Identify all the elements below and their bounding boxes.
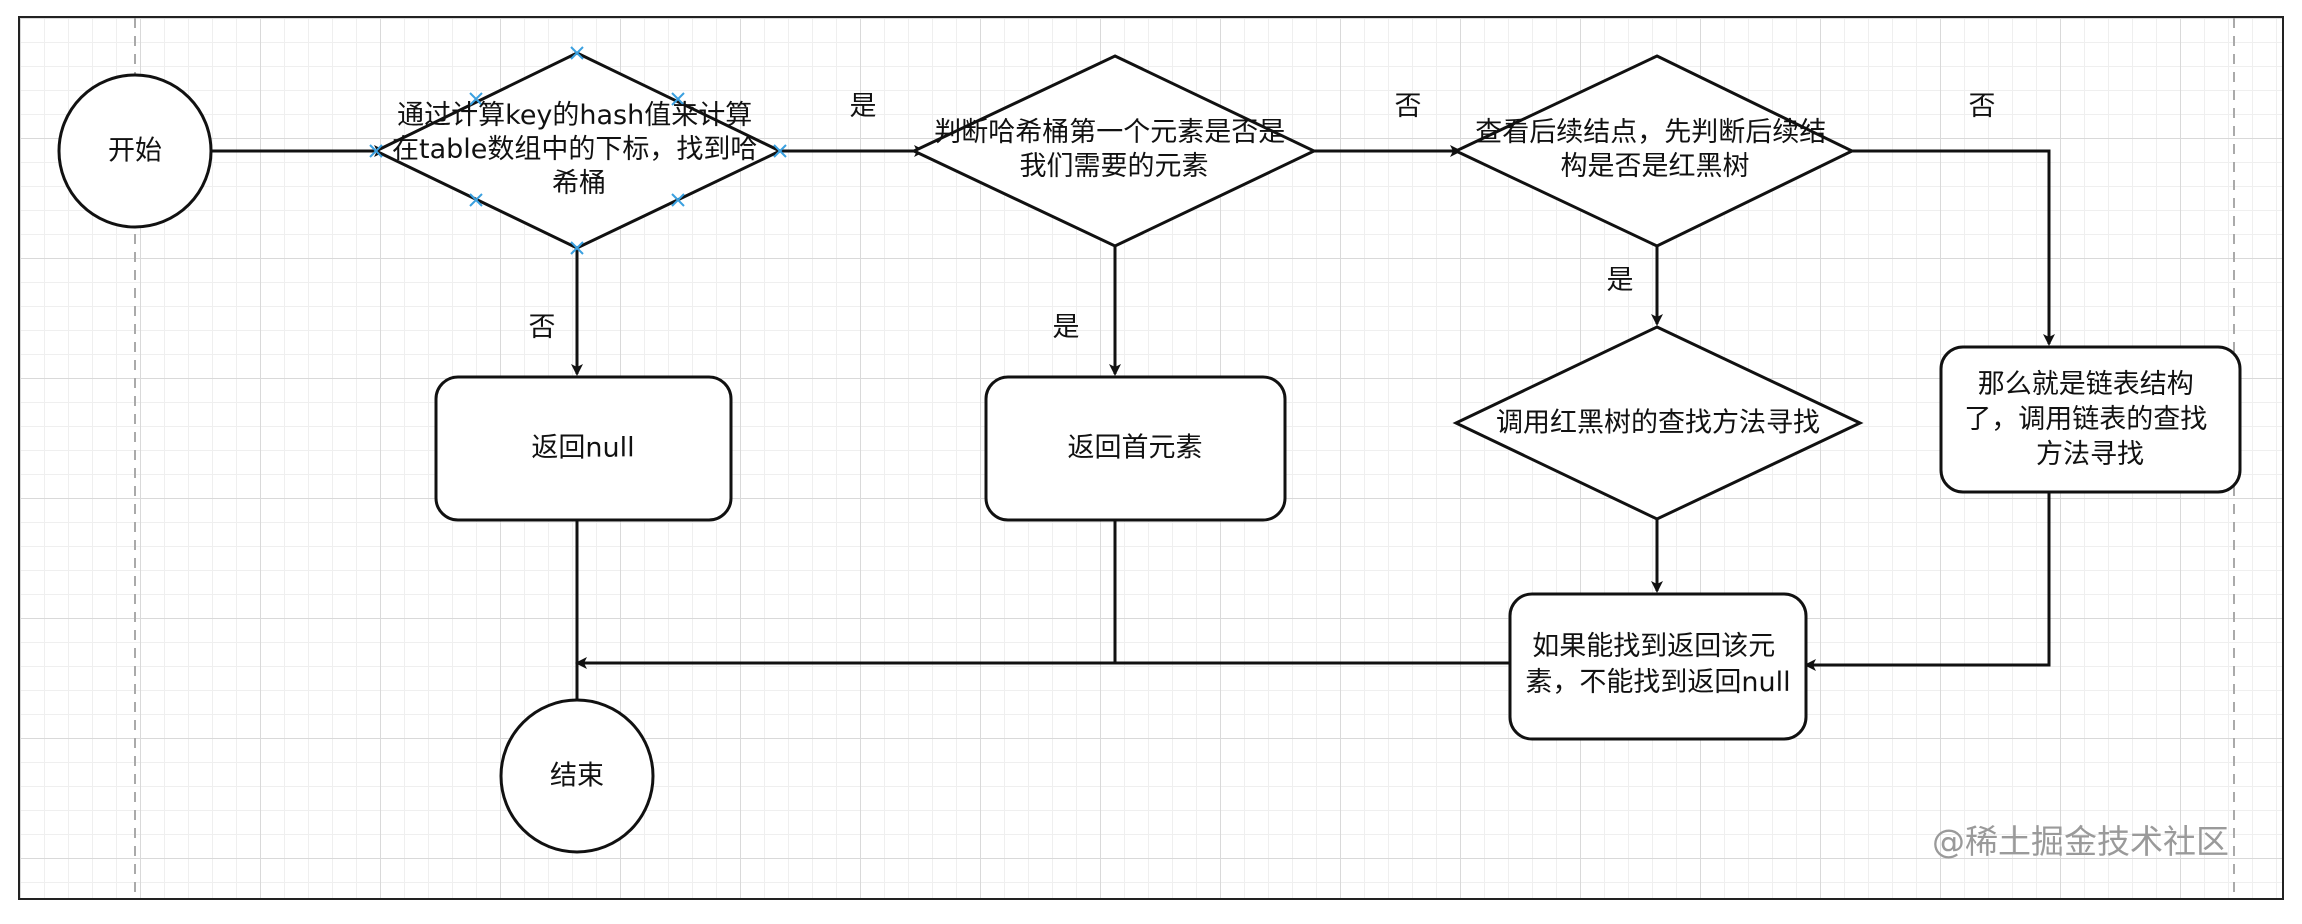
check-first-label: 判断哈希桶第一个元素是否是 我们需要的元素 xyxy=(934,117,1294,182)
edge-label-no-1: 否 xyxy=(1395,91,1422,122)
start-node xyxy=(57,73,213,229)
watermark: @稀土掘金技术社区 xyxy=(1932,822,2229,861)
flowchart: 开始 通过计算key的hash值来计算 在table数组中的下标，找到哈 希桶 … xyxy=(57,18,2242,898)
return-null-label: 返回null xyxy=(531,433,634,464)
check-next-label: 查看后续结点，先判断后续结 构是否是红黑树 xyxy=(1475,117,1835,182)
compute-index-label: 通过计算key的hash值来计算 在table数组中的下标，找到哈 希桶 xyxy=(392,100,766,199)
edge-label-no-2: 否 xyxy=(1969,91,1996,122)
edge-label-no-3: 否 xyxy=(529,312,556,343)
return-first-box xyxy=(984,375,1287,522)
check-first-decision xyxy=(910,54,1318,248)
edge-label-yes-1: 是 xyxy=(850,91,877,122)
end-node xyxy=(499,698,655,854)
edge-check-next-linked-list xyxy=(1852,149,2055,346)
linked-list-box xyxy=(1939,345,2242,494)
diagram-canvas: 开始 通过计算key的hash值来计算 在table数组中的下标，找到哈 希桶 … xyxy=(18,16,2284,900)
return-if-found-box xyxy=(1508,592,1808,741)
edge-label-yes-2: 是 xyxy=(1053,312,1080,343)
return-first-label: 返回首元素 xyxy=(1068,433,1203,464)
return-null-box xyxy=(434,375,733,522)
start-label: 开始 xyxy=(108,136,162,167)
red-black-label: 调用红黑树的查找方法寻找 xyxy=(1496,408,1820,439)
selection-handles xyxy=(369,46,787,255)
edge-label-yes-3: 是 xyxy=(1607,265,1634,296)
edge-linked-list-return xyxy=(1804,492,2051,671)
connectors xyxy=(212,145,2055,700)
return-if-found-label: 如果能找到返回该元 素，不能找到返回null xyxy=(1525,631,1790,698)
red-black-decision xyxy=(1452,325,1864,521)
end-label: 结束 xyxy=(550,761,604,792)
linked-list-label: 那么就是链表结构 了，调用链表的查找 方法寻找 xyxy=(1964,369,2216,470)
check-next-decision xyxy=(1452,54,1856,248)
